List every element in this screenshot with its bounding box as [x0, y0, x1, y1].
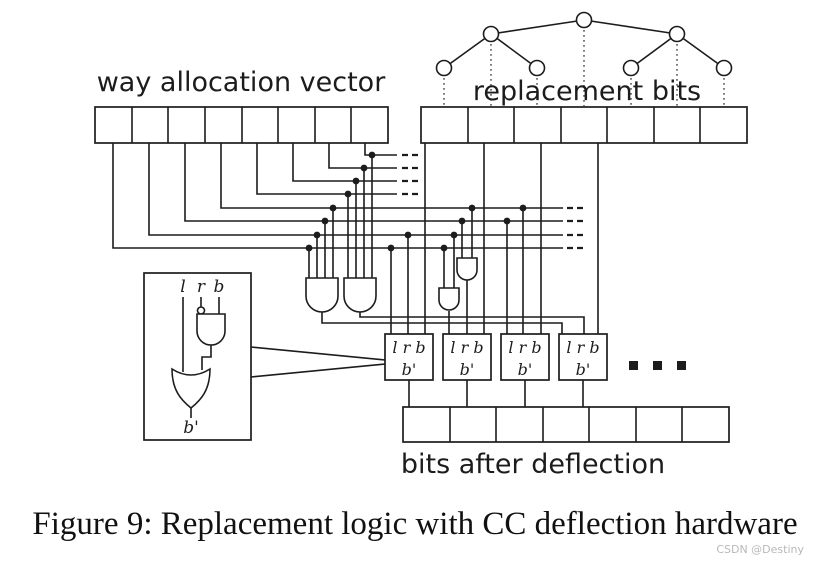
inset-or-gate [171, 367, 211, 410]
deflection-box-4: l r b b' [558, 333, 608, 381]
tree-node [715, 59, 733, 77]
deflection-box-output-label: b' [402, 360, 417, 379]
tree-node [435, 59, 453, 77]
tree-node [528, 59, 546, 77]
inset-detail-box: l r b b' [143, 272, 252, 441]
deflection-box-output-wires [408, 380, 584, 407]
ellipsis-icon [629, 361, 686, 370]
inset-and-output-wire [201, 345, 212, 370]
deflection-box-output-label: b' [576, 360, 591, 379]
wire-continuation-dashes [402, 153, 583, 250]
gate-output-buses [321, 280, 585, 334]
tree-dotted-links [443, 20, 725, 106]
deflection-box-output-label: b' [460, 360, 475, 379]
deflection-box-output-label: b' [518, 360, 533, 379]
inset-callout-lines [250, 346, 386, 378]
replacement-logic-diagram: way allocation vector replacement bits l… [94, 11, 748, 480]
figure-caption: Figure 9: Replacement logic with CC defl… [32, 506, 798, 542]
deflection-box-1: l r b b' [384, 333, 434, 381]
tree-node [668, 25, 686, 43]
watermark: CSDN @Destiny [716, 543, 804, 556]
junction-dots [305, 151, 527, 252]
deflection-box-inputs-label: l r b [450, 338, 483, 357]
bits-after-deflection-label: bits after deflection [401, 449, 665, 480]
deflection-box-2: l r b b' [442, 333, 492, 381]
way-allocation-register [94, 106, 389, 144]
tree-edges [443, 19, 725, 69]
inset-input-wires [182, 297, 220, 372]
replacement-bits-label: replacement bits [473, 76, 701, 107]
deflection-box-inputs-label: l r b [508, 338, 541, 357]
and-gate-small-1 [438, 287, 460, 311]
deflection-box-inputs-label: l r b [392, 338, 425, 357]
replacement-bits-tree [435, 11, 733, 106]
way-allocation-label: way allocation vector [97, 67, 386, 98]
tree-node [575, 11, 593, 29]
and-gate-small-2 [456, 257, 478, 281]
deflection-box-inputs-label: l r b [566, 338, 599, 357]
inset-input-r-label: r [197, 277, 206, 297]
tree-node [482, 25, 500, 43]
replacement-bits-register [420, 106, 748, 144]
deflection-box-3: l r b b' [500, 333, 550, 381]
bits-after-deflection-register [402, 406, 730, 443]
way-vector-wires [112, 143, 563, 249]
inset-and-gate [196, 313, 226, 346]
replacement-bit-drops [424, 143, 599, 334]
tree-node [622, 59, 640, 77]
inset-input-b-label: b [214, 277, 225, 297]
inset-output-label: b' [183, 418, 199, 438]
row-tap-wires [308, 155, 524, 334]
inset-inverter-bubble [196, 306, 206, 315]
and-gate-large-2 [343, 277, 377, 313]
and-gate-large-1 [305, 277, 339, 313]
inset-input-l-label: l [180, 277, 185, 297]
